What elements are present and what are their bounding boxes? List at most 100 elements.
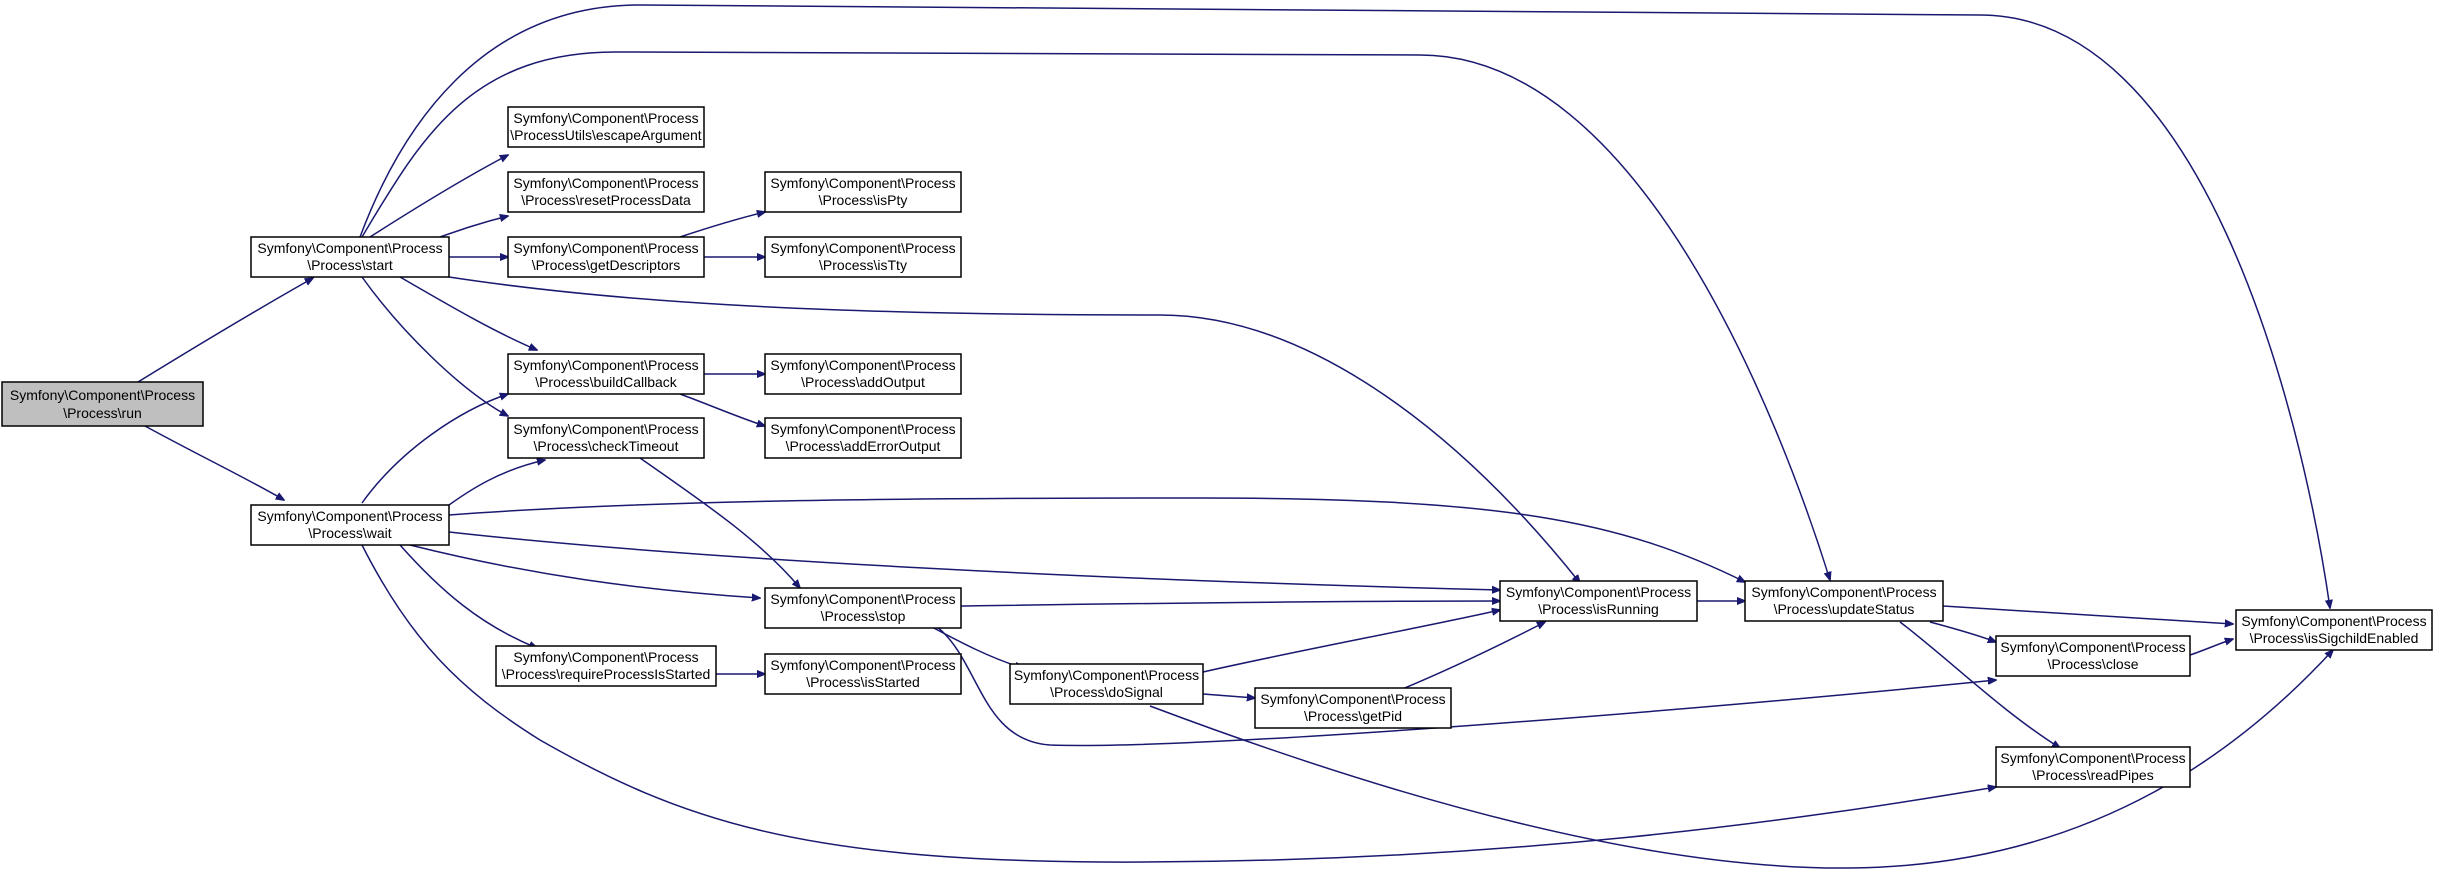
edge-wait-updateStatus <box>448 497 1745 582</box>
node-requireProcessIsStarted[interactable]: Symfony\Component\Process \Process\requi… <box>495 645 717 687</box>
node-getPid[interactable]: Symfony\Component\Process \Process\getPi… <box>1254 687 1452 729</box>
node-close-line2: \Process\close <box>2047 656 2138 672</box>
edge-close-isSigchildEnabled <box>2189 639 2233 656</box>
node-addErrorOutput-line2: \Process\addErrorOutput <box>786 438 941 454</box>
node-requireProcessIsStarted-line2: \Process\requireProcessIsStarted <box>502 666 711 682</box>
edge-wait-checkTimeout <box>448 460 545 506</box>
edge-start-resetProcessData <box>439 216 508 238</box>
edge-buildCallback-addErrorOutput <box>679 393 765 426</box>
node-getDescriptors-line1: Symfony\Component\Process <box>513 240 698 256</box>
node-escapeArgument[interactable]: Symfony\Component\Process \ProcessUtils\… <box>507 106 705 148</box>
node-addErrorOutput-box <box>764 417 962 459</box>
node-run-line2: \Process\run <box>63 405 142 421</box>
node-wait-line1: Symfony\Component\Process <box>257 508 442 524</box>
edge-stop-close <box>935 625 1996 747</box>
node-updateStatus[interactable]: Symfony\Component\Process \Process\updat… <box>1744 580 1944 622</box>
node-updateStatus-box <box>1744 580 1944 622</box>
node-addErrorOutput[interactable]: Symfony\Component\Process \Process\addEr… <box>764 417 962 459</box>
edge-checkTimeout-stop <box>639 457 800 588</box>
node-buildCallback-line2: \Process\buildCallback <box>535 374 678 390</box>
edge-getDescriptors-isPty <box>679 212 765 238</box>
node-stop-line1: Symfony\Component\Process <box>770 591 955 607</box>
node-addOutput-line2: \Process\addOutput <box>801 374 925 390</box>
node-isStarted-box <box>764 653 962 695</box>
node-doSignal[interactable]: Symfony\Component\Process \Process\doSig… <box>1009 663 1204 705</box>
edge-wait-requireProcessIsStarted <box>399 544 537 648</box>
node-escapeArgument-line2: \ProcessUtils\escapeArgument <box>510 127 702 143</box>
node-updateStatus-line2: \Process\updateStatus <box>1774 601 1915 617</box>
node-isSigchildEnabled-box <box>2235 609 2433 651</box>
node-isRunning-line1: Symfony\Component\Process <box>1506 584 1691 600</box>
edge-wait-readPipes <box>361 544 1996 863</box>
edge-start-escapeArgument <box>369 155 508 238</box>
node-resetProcessData-line1: Symfony\Component\Process <box>513 175 698 191</box>
node-getDescriptors[interactable]: Symfony\Component\Process \Process\getDe… <box>507 236 705 278</box>
node-buildCallback[interactable]: Symfony\Component\Process \Process\build… <box>507 353 705 395</box>
node-buildCallback-box <box>507 353 705 395</box>
node-getDescriptors-line2: \Process\getDescriptors <box>532 257 681 273</box>
node-stop-line2: \Process\stop <box>821 608 906 624</box>
node-run[interactable]: Symfony\Component\Process \Process\run <box>1 381 204 427</box>
edge-start-buildCallback <box>399 276 537 350</box>
node-readPipes[interactable]: Symfony\Component\Process \Process\readP… <box>1995 746 2191 788</box>
node-getPid-line1: Symfony\Component\Process <box>1260 691 1445 707</box>
node-close-line1: Symfony\Component\Process <box>2000 639 2185 655</box>
node-doSignal-line1: Symfony\Component\Process <box>1014 667 1199 683</box>
node-isRunning[interactable]: Symfony\Component\Process \Process\isRun… <box>1499 580 1698 622</box>
node-isTty[interactable]: Symfony\Component\Process \Process\isTty <box>764 236 962 278</box>
node-escapeArgument-line1: Symfony\Component\Process <box>513 110 698 126</box>
node-checkTimeout-line1: Symfony\Component\Process <box>513 421 698 437</box>
node-wait-line2: \Process\wait <box>308 525 391 541</box>
node-checkTimeout-line2: \Process\checkTimeout <box>534 438 679 454</box>
node-close-box <box>1995 635 2191 677</box>
node-start-line1: Symfony\Component\Process <box>257 240 442 256</box>
node-getPid-box <box>1254 687 1452 729</box>
node-run-line1: Symfony\Component\Process <box>10 387 195 403</box>
node-start[interactable]: Symfony\Component\Process \Process\start <box>250 236 450 278</box>
node-isSigchildEnabled-line1: Symfony\Component\Process <box>2241 613 2426 629</box>
node-isSigchildEnabled[interactable]: Symfony\Component\Process \Process\isSig… <box>2235 609 2433 651</box>
node-resetProcessData[interactable]: Symfony\Component\Process \Process\reset… <box>507 171 705 213</box>
node-requireProcessIsStarted-box <box>495 645 717 687</box>
edge-start-isSigchildEnabled <box>359 4 2330 608</box>
edge-updateStatus-readPipes <box>1899 621 2060 748</box>
node-start-box <box>250 236 450 278</box>
node-addErrorOutput-line1: Symfony\Component\Process <box>770 421 955 437</box>
node-readPipes-line2: \Process\readPipes <box>2032 767 2153 783</box>
edge-doSignal-getPid <box>1202 694 1255 698</box>
node-isStarted-line2: \Process\isStarted <box>806 674 920 690</box>
node-addOutput-line1: Symfony\Component\Process <box>770 357 955 373</box>
node-wait-box <box>250 504 450 546</box>
node-close[interactable]: Symfony\Component\Process \Process\close <box>1995 635 2191 677</box>
edge-start-isRunning <box>448 276 1580 583</box>
edge-start-checkTimeout <box>361 276 508 416</box>
node-readPipes-box <box>1995 746 2191 788</box>
node-isPty[interactable]: Symfony\Component\Process \Process\isPty <box>764 171 962 213</box>
node-doSignal-line2: \Process\doSignal <box>1050 684 1163 700</box>
node-isStarted[interactable]: Symfony\Component\Process \Process\isSta… <box>764 653 962 695</box>
edge-wait-isRunning <box>448 531 1500 590</box>
node-isPty-line2: \Process\isPty <box>819 192 908 208</box>
node-requireProcessIsStarted-line1: Symfony\Component\Process <box>513 649 698 665</box>
edge-updateStatus-isSigchildEnabled <box>1942 605 2233 624</box>
edges <box>137 4 2333 869</box>
node-stop-box <box>764 587 962 629</box>
node-isRunning-line2: \Process\isRunning <box>1538 601 1659 617</box>
node-resetProcessData-box <box>507 171 705 213</box>
edge-updateStatus-close <box>1929 621 1996 642</box>
node-stop[interactable]: Symfony\Component\Process \Process\stop <box>764 587 962 629</box>
edge-stop-isRunning <box>960 601 1500 607</box>
node-start-line2: \Process\start <box>307 257 393 273</box>
edge-doSignal-isRunning <box>1202 610 1500 673</box>
node-checkTimeout[interactable]: Symfony\Component\Process \Process\check… <box>507 417 705 459</box>
edge-start-updateStatus <box>361 51 1830 580</box>
nodes: Symfony\Component\Process \Process\run S… <box>1 106 2433 788</box>
node-doSignal-box <box>1009 663 1204 705</box>
edge-getPid-isRunning <box>1399 622 1545 691</box>
node-escapeArgument-box <box>507 106 705 148</box>
node-addOutput[interactable]: Symfony\Component\Process \Process\addOu… <box>764 353 962 395</box>
node-wait[interactable]: Symfony\Component\Process \Process\wait <box>250 504 450 546</box>
node-getPid-line2: \Process\getPid <box>1304 708 1402 724</box>
edge-run-start <box>137 278 313 383</box>
